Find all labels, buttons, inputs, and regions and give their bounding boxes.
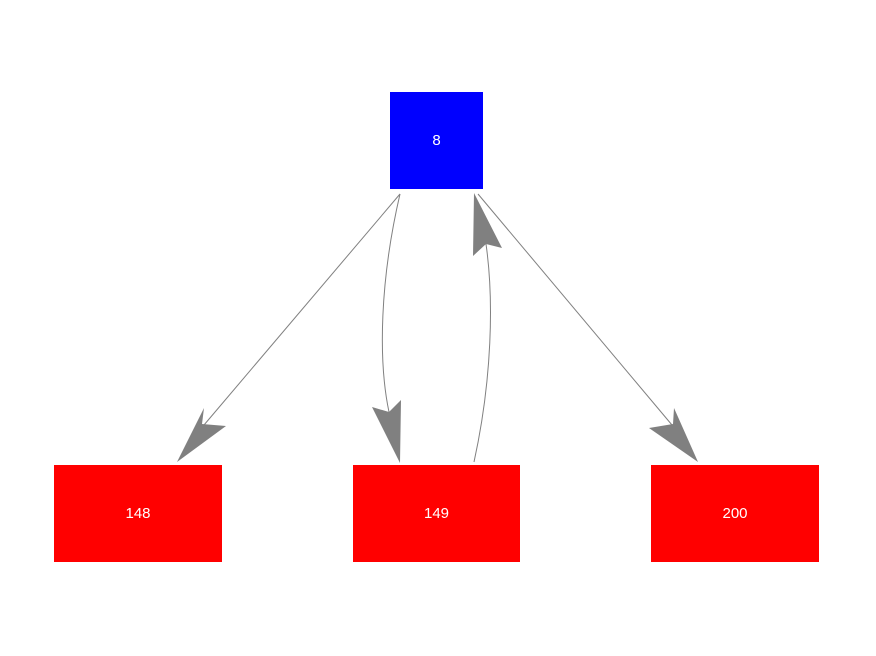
node-label: 149: [423, 505, 450, 522]
arrowhead-149: [372, 400, 401, 463]
node-8[interactable]: 8: [390, 92, 483, 189]
edge-8-149: [381, 193, 401, 413]
node-label: 200: [722, 505, 748, 522]
node-label: 148: [125, 505, 151, 522]
node-148[interactable]: 148: [54, 465, 222, 562]
arrowhead-8: [473, 193, 502, 256]
edge-149-8: [473, 243, 491, 463]
edge-8-200: [477, 193, 673, 426]
node-200[interactable]: 200: [651, 465, 819, 562]
arrowhead-148: [177, 408, 226, 462]
edge-8-148: [203, 193, 401, 426]
node-label: 8: [432, 132, 441, 149]
node-149[interactable]: 149: [353, 465, 520, 562]
arrowhead-200: [649, 408, 698, 462]
